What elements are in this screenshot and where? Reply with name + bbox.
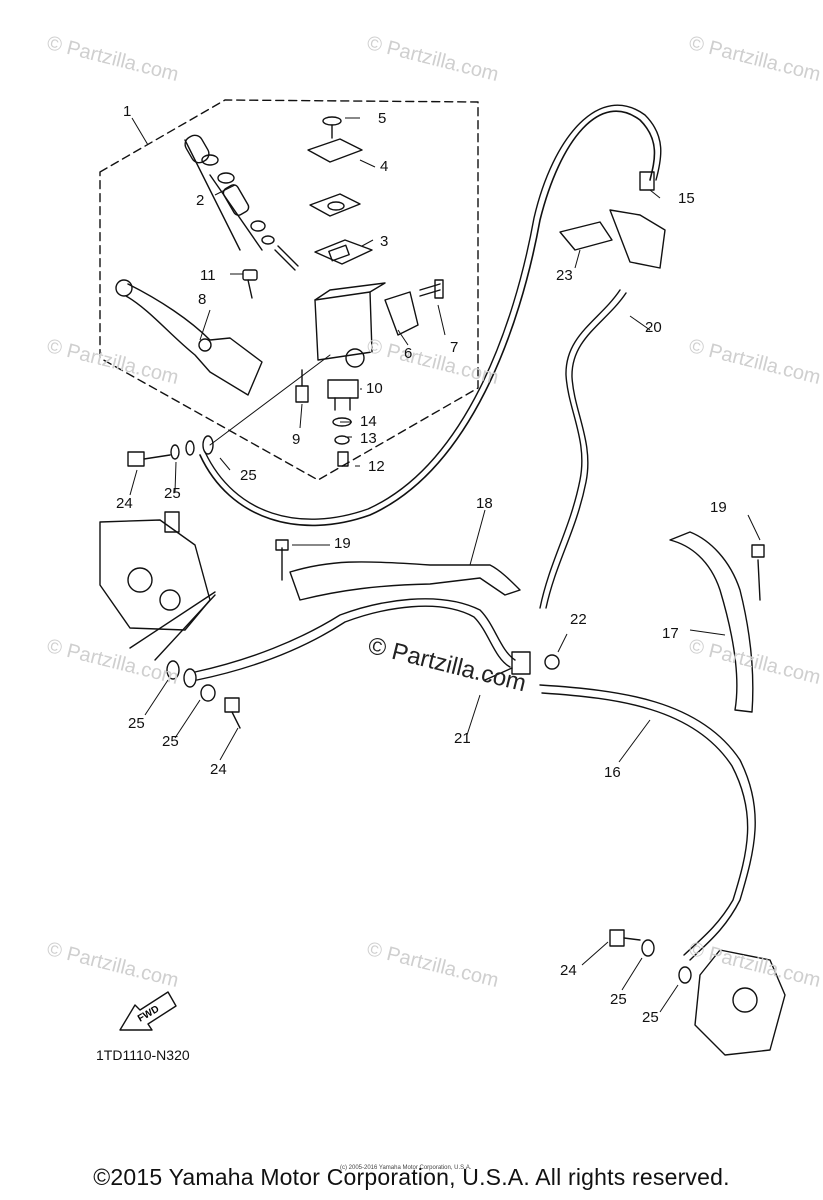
cap-4 [307, 138, 363, 163]
plate [309, 193, 361, 217]
master-cylinder [314, 291, 373, 361]
callout-24b: 24 [210, 761, 227, 778]
callout-4: 4 [380, 158, 389, 175]
callout-10: 10 [366, 380, 383, 397]
callout-21: 21 [454, 730, 471, 747]
callout-18: 18 [476, 495, 493, 512]
copyright-footer: ©2015 Yamaha Motor Corporation, U.S.A. A… [93, 1164, 730, 1190]
callout-25b: 25 [164, 485, 181, 502]
callout-14: 14 [360, 413, 377, 430]
piston-cap [184, 134, 210, 164]
callout-25c: 25 [128, 715, 145, 732]
brake-hose-16 [539, 684, 756, 961]
callout-11: 11 [200, 267, 216, 284]
diaphragm-3 [314, 239, 373, 265]
assembly-1-boundary [99, 99, 479, 481]
callout-13: 13 [360, 430, 377, 447]
callout-25f: 25 [642, 1009, 659, 1026]
brake-hose-upper [199, 110, 656, 527]
callout-25e: 25 [610, 991, 627, 1008]
fwd-arrow [119, 991, 177, 1031]
hose-guide-17 [669, 531, 754, 713]
hose-guide-18 [289, 561, 521, 601]
callout-16: 16 [604, 764, 621, 781]
holder-6 [384, 291, 419, 336]
brake-pipe-20 [539, 289, 621, 609]
callout-17: 17 [662, 625, 679, 642]
callout-3: 3 [380, 233, 389, 250]
brake-switch-10 [327, 379, 359, 399]
callout-19a: 19 [710, 499, 727, 516]
left-caliper [99, 519, 211, 631]
callout-5: 5 [378, 110, 387, 127]
callout-2: 2 [196, 192, 205, 209]
callout-23: 23 [556, 267, 573, 284]
callout-24c: 24 [560, 962, 577, 979]
fwd-label: FWD [136, 1004, 161, 1025]
bracket-23 [559, 221, 613, 251]
callout-25d: 25 [162, 733, 179, 750]
callout-15: 15 [678, 190, 695, 207]
callout-25a: 25 [240, 467, 257, 484]
brake-hose-left [194, 598, 516, 673]
callout-6: 6 [404, 345, 413, 362]
brake-lever-8 [125, 283, 263, 396]
callout-22: 22 [570, 611, 587, 628]
callout-20: 20 [645, 319, 662, 336]
callout-1: 1 [123, 103, 132, 120]
callout-12: 12 [368, 458, 385, 475]
callout-9: 9 [292, 431, 301, 448]
callout-19b: 19 [334, 535, 351, 552]
callout-8: 8 [198, 291, 207, 308]
callout-7: 7 [450, 339, 459, 356]
diagram-code: 1TD1110-N320 [96, 1047, 190, 1063]
callout-24a: 24 [116, 495, 133, 512]
tiny-copyright: (c) 2005-2016 Yamaha Motor Corporation, … [340, 1165, 472, 1171]
right-caliper [694, 949, 786, 1056]
brake-joint [511, 651, 531, 675]
